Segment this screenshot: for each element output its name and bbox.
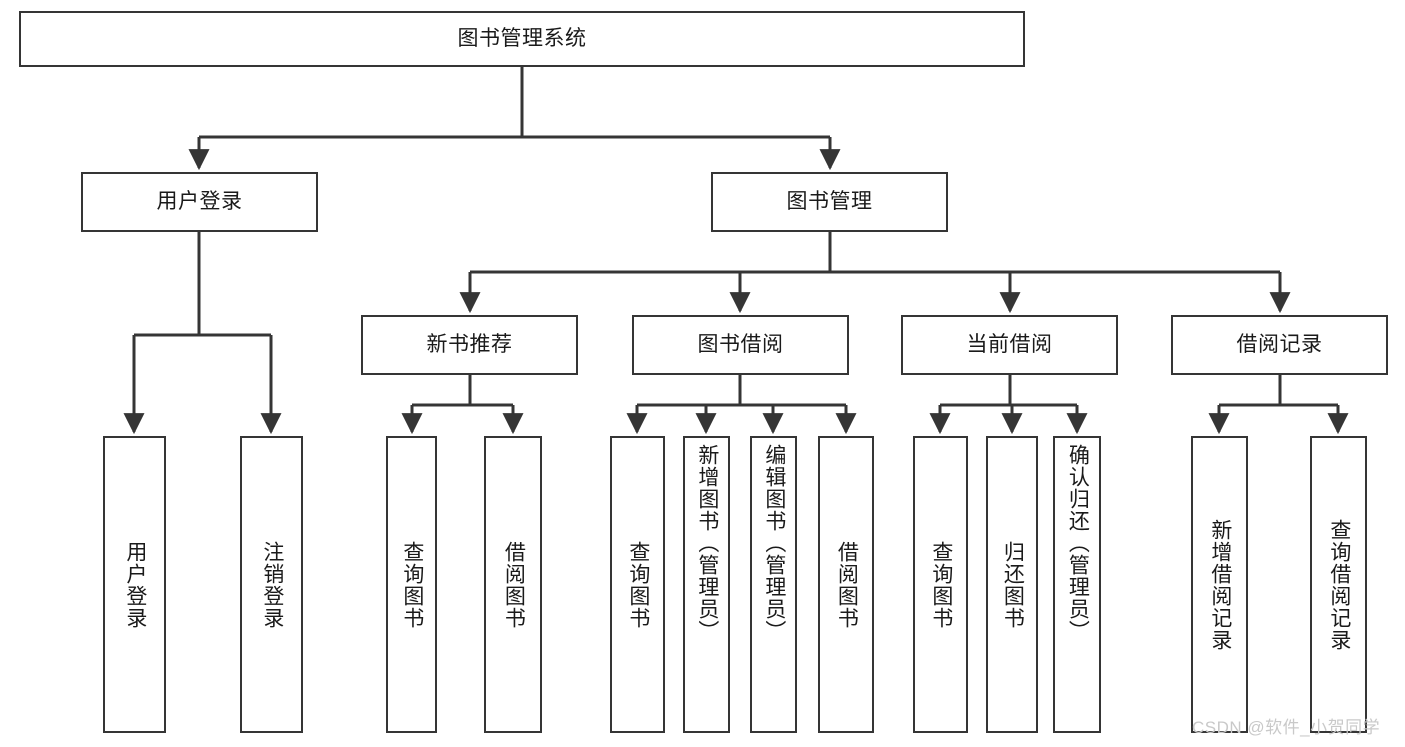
node-book-management-label: 图书管理 bbox=[786, 190, 873, 214]
leaf-borrow-books[interactable]: 借阅图书 bbox=[818, 436, 874, 733]
leaf-query-books-new[interactable]: 查询图书 bbox=[386, 436, 437, 733]
leaf-confirm-return-admin-label: 确认归还（管理员） bbox=[1066, 444, 1090, 642]
leaf-query-books-current[interactable]: 查询图书 bbox=[913, 436, 968, 733]
leaf-add-book-admin[interactable]: 新增图书（管理员） bbox=[683, 436, 730, 733]
leaf-query-books-borrow[interactable]: 查询图书 bbox=[610, 436, 665, 733]
leaf-add-borrow-record-label: 新增借阅记录 bbox=[1208, 518, 1232, 651]
leaf-query-borrow-record-label: 查询借阅记录 bbox=[1327, 518, 1351, 651]
node-new-book-recommend-label: 新书推荐 bbox=[426, 333, 513, 357]
node-borrow-records[interactable]: 借阅记录 bbox=[1171, 315, 1388, 375]
leaf-return-books[interactable]: 归还图书 bbox=[986, 436, 1038, 733]
leaf-add-borrow-record[interactable]: 新增借阅记录 bbox=[1191, 436, 1248, 733]
node-user-login[interactable]: 用户登录 bbox=[81, 172, 318, 232]
leaf-user-login-label: 用户登录 bbox=[123, 540, 147, 629]
node-book-borrow-label: 图书借阅 bbox=[697, 333, 784, 357]
leaf-logout-label: 注销登录 bbox=[260, 540, 284, 629]
watermark: CSDN @软件_小贺同学 bbox=[1192, 718, 1381, 737]
leaf-return-books-label: 归还图书 bbox=[1001, 540, 1025, 629]
node-current-borrow[interactable]: 当前借阅 bbox=[901, 315, 1118, 375]
leaf-edit-book-admin-label: 编辑图书（管理员） bbox=[762, 444, 786, 642]
leaf-add-book-admin-label: 新增图书（管理员） bbox=[695, 444, 719, 642]
node-current-borrow-label: 当前借阅 bbox=[966, 333, 1053, 357]
leaf-borrow-books-label: 借阅图书 bbox=[835, 540, 859, 629]
node-book-borrow[interactable]: 图书借阅 bbox=[632, 315, 849, 375]
node-new-book-recommend[interactable]: 新书推荐 bbox=[361, 315, 578, 375]
leaf-borrow-books-new-label: 借阅图书 bbox=[502, 540, 526, 629]
leaf-query-borrow-record[interactable]: 查询借阅记录 bbox=[1310, 436, 1367, 733]
node-root-label: 图书管理系统 bbox=[457, 27, 587, 51]
node-book-management[interactable]: 图书管理 bbox=[711, 172, 948, 232]
node-root[interactable]: 图书管理系统 bbox=[19, 11, 1025, 67]
leaf-user-login[interactable]: 用户登录 bbox=[103, 436, 166, 733]
leaf-borrow-books-new[interactable]: 借阅图书 bbox=[484, 436, 542, 733]
leaf-logout[interactable]: 注销登录 bbox=[240, 436, 303, 733]
node-user-login-label: 用户登录 bbox=[156, 190, 243, 214]
leaf-edit-book-admin[interactable]: 编辑图书（管理员） bbox=[750, 436, 797, 733]
node-borrow-records-label: 借阅记录 bbox=[1236, 333, 1323, 357]
leaf-query-books-new-label: 查询图书 bbox=[400, 540, 424, 629]
leaf-confirm-return-admin[interactable]: 确认归还（管理员） bbox=[1053, 436, 1101, 733]
leaf-query-books-borrow-label: 查询图书 bbox=[626, 540, 650, 629]
leaf-query-books-current-label: 查询图书 bbox=[929, 540, 953, 629]
